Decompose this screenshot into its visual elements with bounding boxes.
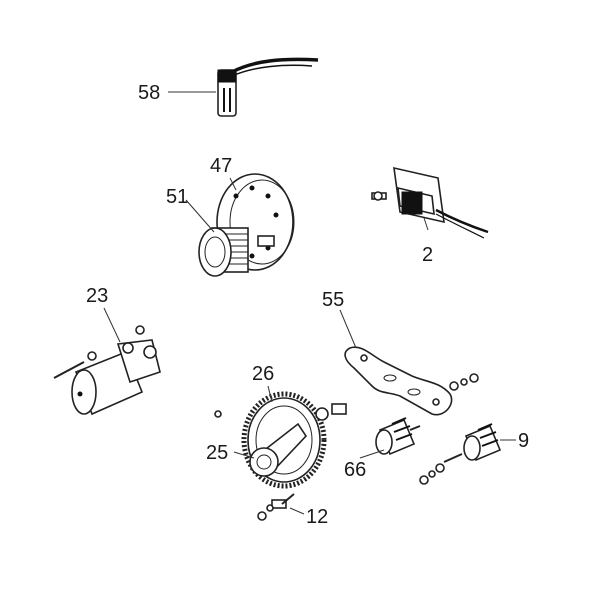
part-55-bracket: [344, 346, 479, 416]
callout-58: 58: [138, 82, 160, 104]
callout-51: 51: [166, 186, 188, 208]
callout-26: 26: [252, 363, 274, 385]
part-66-mount: [375, 417, 421, 456]
part-25-hub: [214, 403, 347, 477]
callout-25: 25: [206, 442, 228, 464]
part-2-coil: [371, 166, 489, 239]
part-23-starter-motor: [53, 325, 161, 416]
callout-55: 55: [322, 289, 344, 311]
callout-66: 66: [344, 459, 366, 481]
leader-12: [289, 507, 305, 515]
callout-47: 47: [210, 155, 232, 177]
leader-25: [233, 451, 255, 459]
callout-9: 9: [518, 430, 529, 452]
callout-12: 12: [306, 506, 328, 528]
leader-51: [185, 199, 215, 233]
leader-47: [229, 177, 237, 191]
part-12-bolt: [257, 493, 295, 521]
leader-2: [423, 217, 429, 231]
leader-26: [267, 385, 273, 403]
part-9-mount: [419, 423, 502, 485]
leader-55: [339, 309, 357, 349]
callout-23: 23: [86, 285, 108, 307]
callout-2: 2: [422, 244, 433, 266]
part-51-pulley: [198, 227, 249, 277]
leader-66: [359, 449, 385, 459]
leader-23: [103, 307, 121, 343]
part-58-sensor: [217, 57, 319, 117]
